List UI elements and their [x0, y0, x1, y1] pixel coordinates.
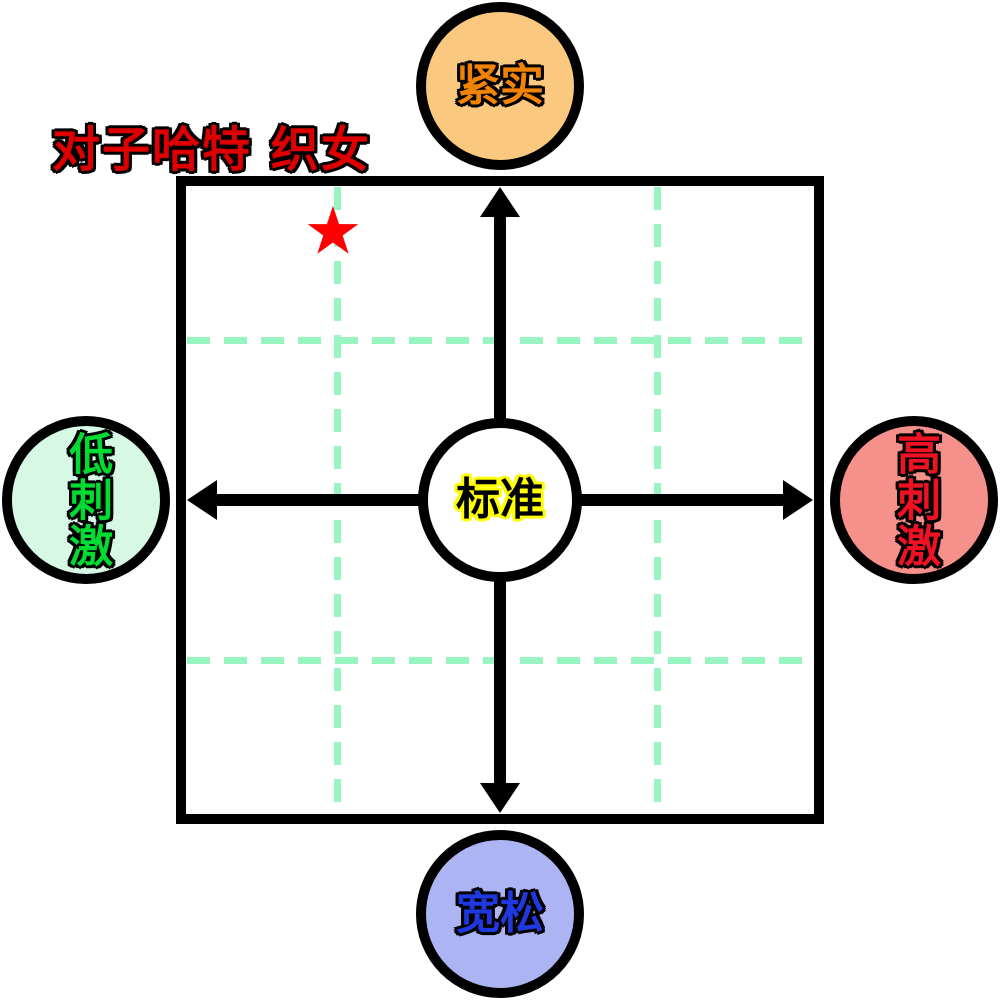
node-right-label: 高刺激: [889, 431, 941, 569]
arrowhead-right-icon: [783, 480, 813, 520]
plot-area-box: [176, 176, 824, 824]
node-left-circle: 低刺激: [2, 416, 170, 584]
node-left-label: 低刺激: [61, 431, 113, 569]
star-marker-icon: ★: [303, 192, 363, 270]
chart-title: 对子哈特 织女: [52, 122, 371, 178]
node-bottom-label: 宽松: [456, 887, 544, 939]
arrowhead-down-icon: [480, 783, 520, 813]
node-top-label: 紧实: [456, 59, 544, 111]
node-center-label: 标准: [456, 473, 544, 525]
node-top-circle: 紧实: [416, 2, 584, 170]
arrowhead-up-icon: [480, 187, 520, 217]
arrowhead-left-icon: [187, 480, 217, 520]
node-center-circle: 标准: [418, 418, 582, 582]
node-right-circle: 高刺激: [830, 416, 998, 584]
node-bottom-circle: 宽松: [416, 830, 584, 998]
